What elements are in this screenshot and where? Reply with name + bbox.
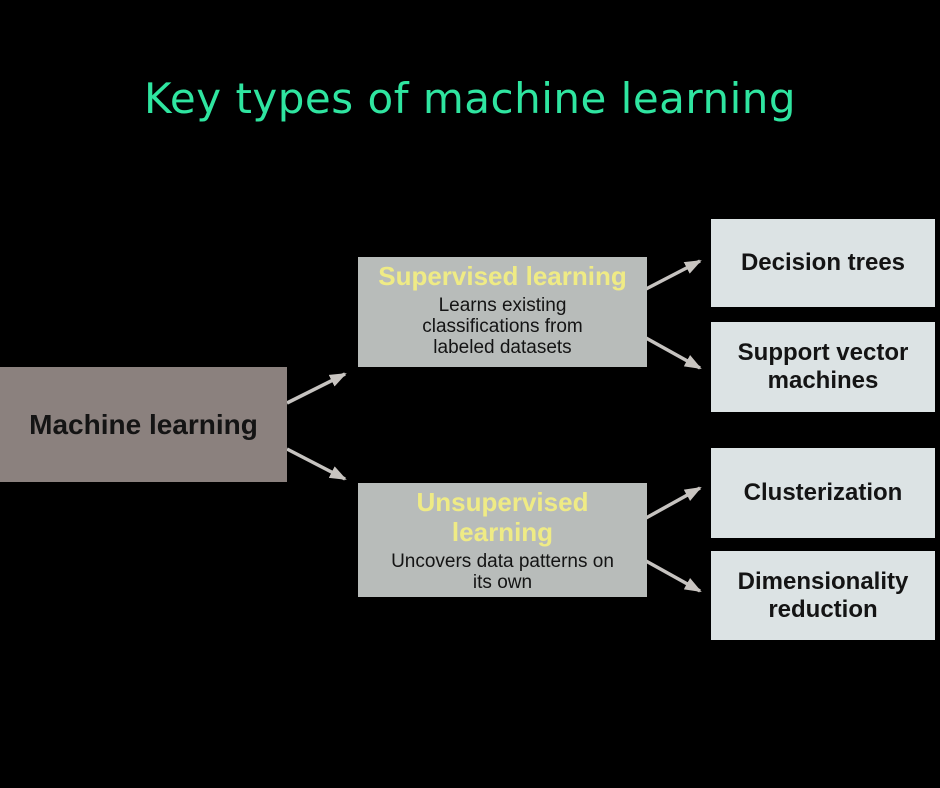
node-supervised-learning: Supervised learning Learns existing clas… [358, 257, 647, 367]
node-clusterization-label: Clusterization [743, 479, 903, 507]
node-decision-trees-label: Decision trees [740, 249, 906, 277]
node-unsupervised-learning: Unsupervised learning Uncovers data patt… [358, 483, 647, 597]
node-support-vector-machines-label: Support vector machines [737, 339, 909, 394]
page-title: Key types of machine learning [143, 74, 797, 123]
arrow-machine-learning-to-supervised [286, 372, 347, 405]
node-supervised-learning-description: Learns existing classifications from lab… [422, 294, 583, 359]
node-unsupervised-learning-description: Uncovers data patterns on its own [391, 550, 614, 594]
node-dimensionality-reduction: Dimensionality reduction [711, 551, 935, 640]
arrow-supervised-to-decision-trees [645, 259, 702, 291]
arrow-machine-learning-to-unsupervised [286, 447, 347, 481]
arrow-unsupervised-to-dimensionality-reduction [645, 559, 702, 593]
node-clusterization: Clusterization [711, 448, 935, 538]
node-dimensionality-reduction-label: Dimensionality reduction [737, 567, 909, 623]
node-decision-trees: Decision trees [711, 219, 935, 307]
node-unsupervised-learning-title: Unsupervised learning [416, 487, 589, 547]
arrow-supervised-to-support-vector-machines [645, 336, 702, 370]
node-supervised-learning-title: Supervised learning [378, 261, 627, 291]
arrow-unsupervised-to-clusterization [645, 486, 702, 520]
node-machine-learning: Machine learning [0, 367, 287, 482]
node-machine-learning-label: Machine learning [29, 408, 258, 440]
node-support-vector-machines: Support vector machines [711, 322, 935, 412]
